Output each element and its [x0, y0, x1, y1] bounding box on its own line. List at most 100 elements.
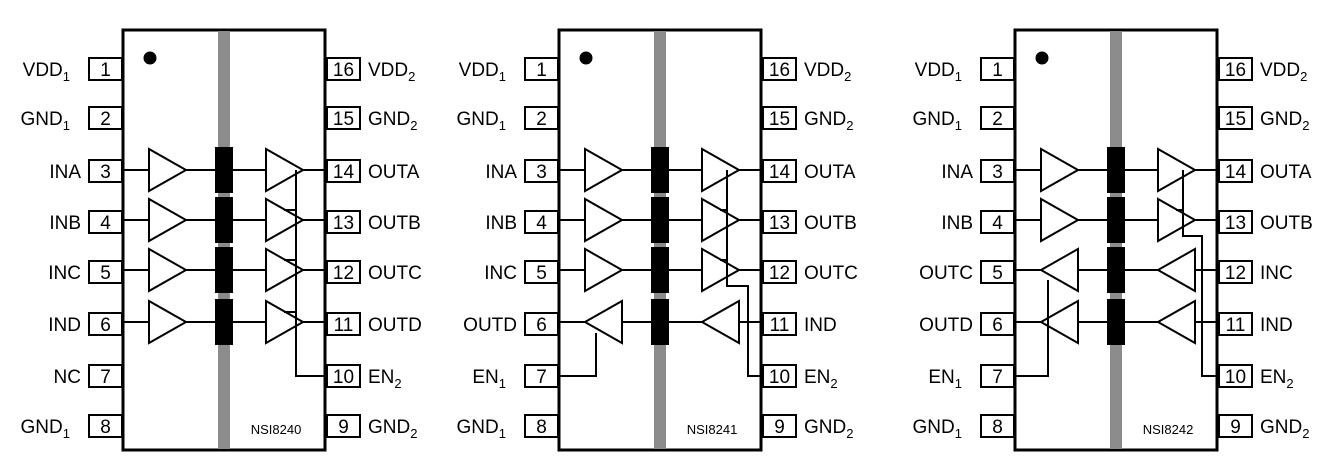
- buffer-triangle-icon: [265, 147, 306, 193]
- pin-label: INC: [484, 263, 517, 284]
- buffer-triangle-icon: [148, 147, 189, 193]
- pin-box: [1218, 57, 1253, 81]
- pin-label-text: INC: [48, 263, 81, 284]
- pin-number: 15: [1225, 109, 1246, 130]
- pin-label: OUTC: [919, 263, 973, 284]
- pin-label: OUTD: [919, 315, 973, 336]
- pin-label-subscript: 2: [1302, 426, 1309, 441]
- pin1-marker-dot: [1035, 51, 1049, 65]
- pin1-marker-dot: [143, 51, 157, 65]
- pin-number: 6: [536, 315, 547, 336]
- pin-box: [326, 364, 361, 388]
- pin-label: GND1: [457, 109, 506, 133]
- pin-label-subscript: 2: [844, 69, 851, 84]
- pin-box: [980, 210, 1015, 234]
- isolation-coupler: [215, 247, 233, 293]
- pin-number: 10: [1225, 367, 1246, 388]
- pin-label-text: GND: [21, 109, 63, 130]
- buffer-triangle-icon: [701, 147, 742, 193]
- pin-box: [326, 260, 361, 284]
- pin-label: EN1: [928, 367, 962, 391]
- pin-label-text: GND: [804, 417, 846, 438]
- pin-box: [524, 312, 559, 336]
- isolation-coupler: [1107, 147, 1125, 193]
- pin-box: [1218, 159, 1253, 183]
- pin-number: 10: [333, 367, 354, 388]
- pin-label: VDD2: [804, 60, 851, 84]
- pin-label: OUTA: [804, 162, 856, 183]
- isolation-coupler: [215, 197, 233, 243]
- pin-label-text: INA: [49, 162, 81, 183]
- pin-label-text: OUTD: [368, 315, 422, 336]
- pin-number: 6: [100, 315, 111, 336]
- pin-number: 4: [100, 213, 111, 234]
- pin-label-text: EN: [1260, 367, 1286, 388]
- pin-number: 15: [333, 109, 354, 130]
- pin-label-subscript: 1: [955, 69, 962, 84]
- pin-number: 11: [1226, 315, 1246, 336]
- pin-label-subscript: 2: [1302, 118, 1309, 133]
- pin-number: 8: [536, 417, 547, 438]
- pin1-marker-dot: [579, 51, 593, 65]
- channel-1-fwd: [559, 147, 761, 193]
- pin-label-subscript: 2: [846, 118, 853, 133]
- pin-label-subscript: 2: [410, 118, 417, 133]
- pin-label-text: VDD: [915, 60, 955, 81]
- pin-label: OUTC: [804, 263, 858, 284]
- pin-label: VDD2: [1260, 60, 1307, 84]
- pin-number: 16: [1225, 60, 1246, 81]
- pin-box: [1218, 364, 1253, 388]
- pin-box: [1218, 414, 1253, 438]
- pin-number: 2: [536, 109, 547, 130]
- pin-box: [762, 364, 797, 388]
- pin-number: 1: [536, 60, 547, 81]
- pin-box: [762, 312, 797, 336]
- pin-label: IND: [804, 315, 837, 336]
- isolation-coupler: [651, 299, 669, 345]
- channel-3-fwd: [123, 247, 325, 293]
- pin-label-text: EN: [804, 367, 830, 388]
- pin-label: OUTB: [1260, 213, 1313, 234]
- chip-nsi8242: NSI82421VDD12GND13INA4INB5OUTC6OUTD7EN18…: [913, 28, 1313, 452]
- pin-label-text: GND: [1260, 109, 1302, 130]
- pin-label-subscript: 1: [499, 376, 506, 391]
- pin-label: OUTC: [368, 263, 422, 284]
- part-number: NSI8242: [1143, 422, 1194, 437]
- pin-number: 12: [333, 263, 354, 284]
- pin-number: 3: [992, 162, 1003, 183]
- pin-label: OUTD: [463, 315, 517, 336]
- pin-number: 11: [334, 315, 354, 336]
- pin-box: [524, 260, 559, 284]
- pin-number: 15: [769, 109, 790, 130]
- pin-label: GND1: [21, 417, 70, 441]
- pin-number: 13: [769, 213, 790, 234]
- isolation-coupler: [651, 197, 669, 243]
- pin-label-text: VDD: [804, 60, 844, 81]
- pin-label-subscript: 1: [63, 426, 70, 441]
- pin-label-text: GND: [913, 109, 955, 130]
- pin-box: [88, 159, 123, 183]
- pin-label-subscript: 1: [955, 118, 962, 133]
- channel-1-fwd: [123, 147, 325, 193]
- buffer-triangle-icon: [1040, 197, 1081, 243]
- pin-label-text: INB: [485, 213, 517, 234]
- pin-box: [88, 312, 123, 336]
- pin-box: [1218, 260, 1253, 284]
- pin-number: 14: [333, 162, 355, 183]
